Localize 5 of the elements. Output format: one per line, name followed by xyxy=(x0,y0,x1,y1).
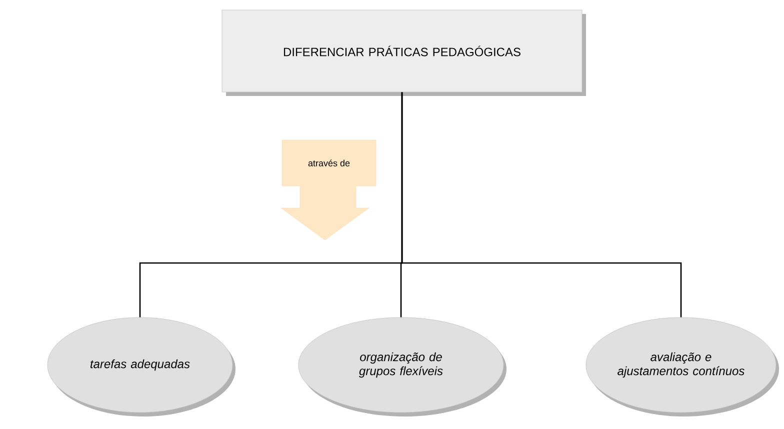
ellipse-node: avaliação e ajustamentos contínuos xyxy=(586,317,779,416)
ellipse-node: tarefas adequadas xyxy=(47,317,236,416)
connector xyxy=(401,92,682,318)
title-box: DIFERENCIAR PRÁTICAS PEDAGÓGICAS xyxy=(222,10,586,96)
ellipse-node: organização de grupos flexíveis xyxy=(298,317,506,416)
